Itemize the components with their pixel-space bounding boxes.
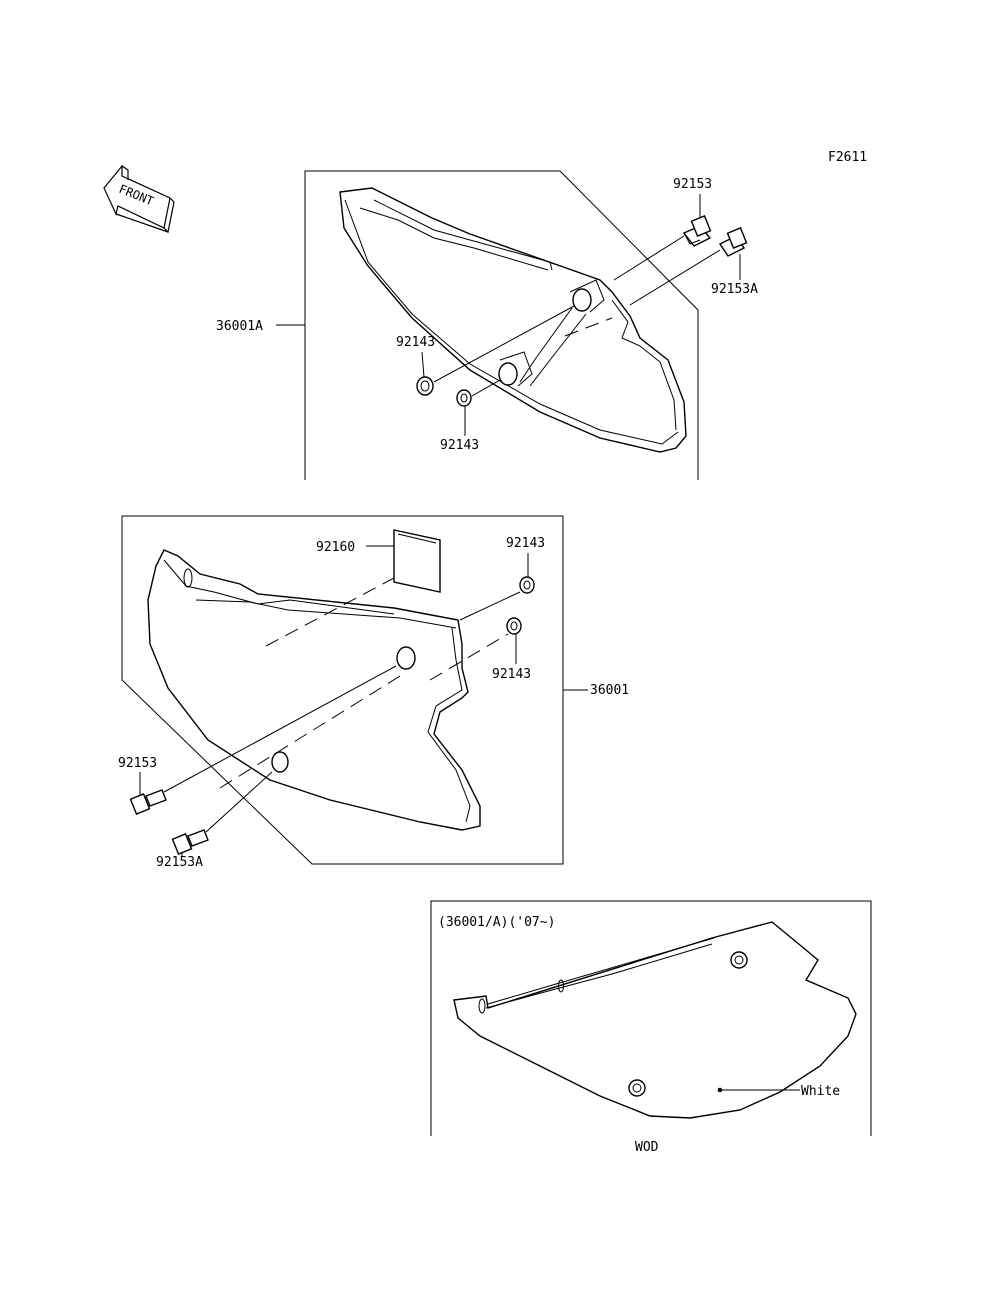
model-code: WOD [635,1140,659,1155]
callout-top-cover-assy: 36001A [216,319,263,334]
mid-side-cover [147,549,481,831]
top-washer-2 [456,389,472,407]
inset-side-cover [453,921,857,1119]
mid-bolt [129,789,167,815]
mid-washer-1 [519,576,535,594]
callout-mid-pad: 92160 [316,540,355,555]
top-assembly-bracket [304,170,699,480]
figure-code: F2611 [828,150,867,165]
callout-mid-washer-1: 92143 [506,536,545,551]
callout-top-bolt-a: 92153A [711,282,758,297]
top-washer-1 [416,376,434,396]
callout-mid-washer-2: 92143 [492,667,531,682]
callout-mid-cover-assy: 36001 [590,683,629,698]
callout-top-bolt: 92153 [673,177,712,192]
top-bolt [682,215,712,247]
mid-washer-2 [506,617,522,635]
callout-mid-bolt: 92153 [118,756,157,771]
front-arrow-icon: FRONT [103,164,175,234]
mid-bolt-a [171,829,209,855]
mid-pad [393,529,441,593]
top-bolt-a [718,227,748,257]
inset-header: (36001/A)('07~) [438,915,555,930]
callout-mid-bolt-a: 92153A [156,855,203,870]
front-label: FRONT [117,182,156,209]
callout-top-washer-1: 92143 [396,335,435,350]
inset-frame [430,900,872,1136]
inset-color-label: White [801,1084,840,1099]
callout-top-washer-2: 92143 [440,438,479,453]
top-side-cover [339,187,687,453]
